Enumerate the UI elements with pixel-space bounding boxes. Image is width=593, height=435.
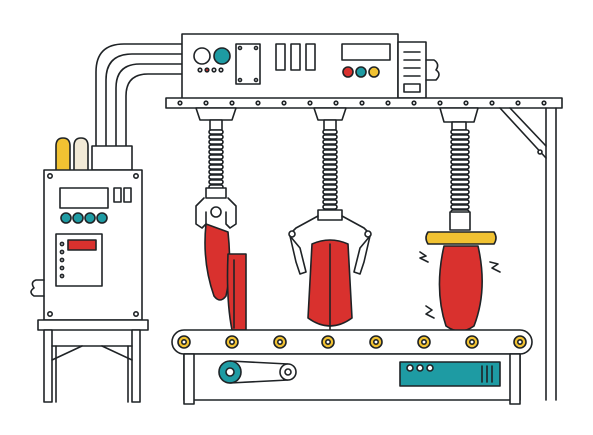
spring-coil (208, 159, 224, 165)
rail-bolt (229, 100, 235, 106)
teal-dial (213, 47, 231, 65)
spring-coil (322, 129, 338, 135)
roller-axle (229, 338, 236, 345)
conveyor-belt (171, 329, 533, 405)
spring-coil (208, 154, 224, 160)
rail-bolt (359, 100, 365, 106)
spring-coil (322, 164, 338, 170)
spring-coil (322, 194, 338, 200)
spring-coil (322, 189, 338, 195)
cabinet-button (60, 212, 72, 224)
spring-coil (208, 164, 224, 170)
robotic-arm-left (195, 107, 247, 331)
rail-bolt (333, 100, 339, 106)
spring-coil (450, 179, 470, 185)
red-indicator (67, 239, 97, 251)
cabinet-button (84, 212, 96, 224)
spring-coil (208, 134, 224, 140)
roller-axle (181, 338, 188, 345)
spring-coil (208, 144, 224, 150)
spring-coil (450, 159, 470, 165)
spring-coil (322, 204, 338, 210)
overhead-rail (165, 97, 563, 401)
spring-coil (450, 169, 470, 175)
display-screen-icon (59, 187, 109, 209)
roller-axle (420, 338, 427, 345)
indicator-lights-icon (342, 66, 354, 78)
spring-coil (322, 144, 338, 150)
rail-bolt (437, 100, 443, 106)
cabinet-button (72, 212, 84, 224)
spring-coil (450, 149, 470, 155)
spring-coil (208, 179, 224, 185)
roller-axle (324, 338, 331, 345)
rail-bolt (255, 100, 261, 106)
spring-coil (450, 129, 470, 135)
spring-coil (450, 144, 470, 150)
robotic-arm-middle (288, 107, 372, 331)
red-product-base (226, 253, 247, 331)
roller-axle (468, 338, 475, 345)
spring-coil (450, 194, 470, 200)
spring-coil (322, 159, 338, 165)
rail-bolt (515, 100, 521, 106)
spring-coil (208, 169, 224, 175)
spring-coil (208, 129, 224, 135)
robotic-arm-right (419, 107, 501, 332)
spring-coil (450, 134, 470, 140)
vibration-spark-icon (419, 251, 429, 263)
spring-coil (450, 174, 470, 180)
spring-coil (450, 189, 470, 195)
spring-coil (322, 149, 338, 155)
yellow-press-head (425, 231, 497, 245)
red-product-grabbed (204, 223, 231, 301)
rail-bolt (385, 100, 391, 106)
spring-coil (208, 149, 224, 155)
cream-cylinder (73, 137, 89, 173)
spring-coil (322, 169, 338, 175)
rail-bolt (411, 100, 417, 106)
spring-coil (322, 154, 338, 160)
vibration-spark-icon (425, 305, 435, 319)
display-screen-icon (341, 43, 391, 61)
roller-axle (276, 338, 283, 345)
rail-bolt (281, 100, 287, 106)
spring-coil (322, 179, 338, 185)
roller-axle (372, 338, 379, 345)
spring-coil (450, 199, 470, 205)
spring-coil (450, 204, 470, 210)
connection-pipes (91, 43, 183, 171)
conveyor-control-box (399, 361, 501, 387)
spring-coil (208, 139, 224, 145)
rail-bolt (307, 100, 313, 106)
indicator-lights-icon (355, 66, 367, 78)
spring-coil (322, 199, 338, 205)
spring-coil (450, 139, 470, 145)
spring-coil (322, 174, 338, 180)
roller-axle (516, 338, 523, 345)
spring-coil (208, 174, 224, 180)
rail-bolt (177, 100, 183, 106)
vibration-spark-icon (489, 261, 501, 273)
spring-coil (450, 164, 470, 170)
spring-coil (322, 134, 338, 140)
cabinet-button (96, 212, 108, 224)
red-led (204, 67, 210, 73)
top-control-unit (181, 33, 440, 101)
gas-cylinders (55, 137, 89, 173)
rail-bolt (541, 100, 547, 106)
spring-coil (450, 184, 470, 190)
spring-coil (322, 184, 338, 190)
spring-coil (322, 139, 338, 145)
yellow-cylinder (55, 137, 71, 173)
indicator-lights-icon (368, 66, 380, 78)
rail-bolt (203, 100, 209, 106)
left-control-cabinet (30, 169, 149, 403)
rail-bolt (463, 100, 469, 106)
spring-coil (450, 154, 470, 160)
red-product-pressed (438, 245, 483, 332)
rail-bolt (489, 100, 495, 106)
